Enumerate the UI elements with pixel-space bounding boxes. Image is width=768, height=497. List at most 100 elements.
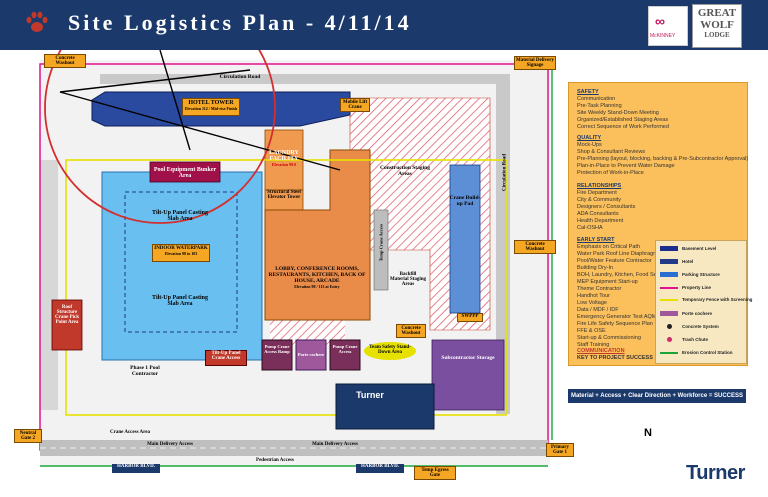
early-start-item: Water Park Roof Line Diaphragm bbox=[577, 251, 658, 257]
early-start-item: Low Voltage bbox=[577, 300, 607, 306]
team-safety-label: Team Safety Stand-Down Area bbox=[364, 342, 416, 360]
legend-item: Hotel bbox=[660, 259, 694, 265]
legend-item: Erosion Control Station bbox=[660, 350, 733, 355]
early-start-item: Staff Training bbox=[577, 342, 610, 348]
early-start-item: Data / MDF / IDF bbox=[577, 307, 619, 313]
crane-reach-line-2 bbox=[59, 91, 341, 171]
great-wolf-logo: GREAT WOLF LODGE bbox=[692, 4, 742, 48]
legend-swatch bbox=[660, 286, 678, 289]
harbor-blvd-2-label: HARBOR BLVD. bbox=[356, 464, 404, 473]
temporary-fence bbox=[65, 159, 507, 416]
main-delivery-1-label: Main Delivery Access bbox=[147, 442, 193, 447]
quality-item: Plan-in-Place to Prevent Water Damage bbox=[577, 163, 675, 169]
safety-item: Correct Sequence of Work Performed bbox=[577, 124, 669, 130]
relationships-item: City & Community bbox=[577, 197, 622, 203]
waterpark-building bbox=[101, 171, 263, 361]
mckinney-logo: ∞ McKINNEY bbox=[648, 6, 688, 46]
legend-label: Property Line bbox=[682, 285, 712, 290]
laundry-sub: Elevation 99.0 bbox=[271, 162, 297, 167]
crane-reach-line-3 bbox=[159, 50, 191, 151]
circulation-road-top-label: Circulation Road bbox=[219, 74, 261, 80]
quality-section: QUALITY Mock-Ups Shop & Consultant Revie… bbox=[577, 135, 748, 177]
tilt-up-bottom-label: Tilt-Up Panel Casting Slab Area bbox=[152, 295, 208, 307]
early-start-item: Pool/Water Feature Contractor bbox=[577, 258, 652, 264]
pool-equipment-box bbox=[149, 161, 221, 183]
infinity-icon: ∞ bbox=[655, 13, 665, 29]
relationships-item: Designers / Consultants bbox=[577, 204, 636, 210]
landscape-strip-left bbox=[40, 160, 58, 410]
logo-great: GREAT bbox=[697, 7, 737, 19]
legend-swatch bbox=[660, 259, 678, 265]
early-start-title: EARLY START bbox=[577, 237, 615, 243]
backfill-label: Backfill Material Staging Areas bbox=[390, 272, 426, 287]
legend-swatch bbox=[660, 298, 678, 301]
communication-section: COMMUNICATION KEY TO PROJECT SUCCESS bbox=[577, 348, 653, 362]
crane-radius-label: Mobile Lift Crane bbox=[340, 98, 370, 112]
relationships-section: RELATIONSHIPS Fire Department City & Com… bbox=[577, 183, 635, 232]
success-bar: Material + Access + Clear Direction + Wo… bbox=[568, 389, 746, 403]
safety-title: SAFETY bbox=[577, 89, 599, 95]
quality-item: Protection of Work-in-Place bbox=[577, 170, 644, 176]
legend-item: Porte cochere bbox=[660, 311, 712, 317]
turner-logo: Turner bbox=[686, 462, 745, 484]
pump-crane-ramp-2 bbox=[329, 339, 361, 371]
hotel-tower-title: HOTEL TOWER bbox=[188, 100, 234, 106]
trailer-office-label: Turner bbox=[356, 390, 384, 400]
temp-crane-label: Temp Crane Access bbox=[378, 223, 384, 262]
legend-label: Basement Level bbox=[682, 246, 717, 251]
trailer-office bbox=[335, 383, 435, 430]
crane-pad bbox=[449, 164, 481, 314]
site-plan-svg bbox=[39, 50, 553, 467]
early-start-section: EARLY START Emphasis on Critical Path Wa… bbox=[577, 237, 668, 349]
legend-label: Temporary Fence with Screening bbox=[682, 297, 753, 302]
safety-item: Site Weekly Stand-Down Meeting bbox=[577, 110, 659, 116]
pump-crane-1-label: Pump Crane Access Ramp bbox=[264, 344, 290, 354]
quality-item: Shop & Consultant Reviews bbox=[577, 149, 646, 155]
quality-item: Mock-Ups bbox=[577, 142, 602, 148]
waterpark-title: INDOOR WATERPARK bbox=[154, 246, 208, 251]
primary-gate-label: Primary Gate 1 bbox=[546, 443, 574, 457]
relationships-item: Cal-OSHA bbox=[577, 225, 603, 231]
lobby-sub: Elevation 98 / 113 at Entry bbox=[294, 284, 340, 289]
swppp-label: SWPPP bbox=[457, 313, 483, 322]
early-start-item: Building Dry-In bbox=[577, 265, 614, 271]
relationships-item: Health Department bbox=[577, 218, 624, 224]
mckinney-text: McKINNEY bbox=[650, 33, 676, 39]
crane-reach-line-1 bbox=[59, 69, 251, 93]
legend-label: Erosion Control Station bbox=[682, 350, 733, 355]
circulation-road-right-label: Circulation Road bbox=[502, 154, 508, 191]
safety-item: Organized/Established Staging Areas bbox=[577, 117, 669, 123]
legend-item: Temporary Fence with Screening bbox=[660, 297, 752, 302]
lobby-building bbox=[264, 149, 371, 321]
quality-title: QUALITY bbox=[577, 135, 602, 141]
legend-item: Basement Level bbox=[660, 246, 717, 252]
construction-staging-label: Construction Staging Areas bbox=[380, 165, 430, 177]
crane-radius-circle bbox=[44, 50, 276, 224]
early-start-item: Handhot Tour bbox=[577, 293, 610, 299]
crane-pad-label: Crane Build-up Pad bbox=[449, 195, 481, 207]
material-delivery-label: Material Delivery Signage bbox=[514, 56, 556, 70]
relationships-item: ADA Consultants bbox=[577, 211, 619, 217]
early-start-item: FFE & OSE bbox=[577, 328, 606, 334]
concrete-washout-2: Concrete Washout bbox=[514, 240, 556, 254]
legend-item: Property Line bbox=[660, 285, 711, 290]
logo-lodge: LODGE bbox=[704, 31, 730, 39]
legend-swatch bbox=[660, 337, 678, 343]
porte-cochere-label: Porte cochere bbox=[297, 352, 325, 357]
relationships-title: RELATIONSHIPS bbox=[577, 183, 622, 189]
main-delivery-2-label: Main Delivery Access bbox=[312, 442, 358, 447]
header-bar bbox=[0, 0, 768, 50]
porte-cochere-box bbox=[295, 339, 327, 371]
legend-item: Parking Structure bbox=[660, 272, 720, 278]
crane-access-area-label: Crane Access Area bbox=[110, 430, 150, 435]
subcontractor-label: Subcontractor Storage bbox=[441, 355, 495, 361]
legend-swatch bbox=[660, 246, 678, 252]
early-start-item: Theme Contractor bbox=[577, 286, 622, 292]
paw-logo-icon bbox=[26, 11, 48, 32]
early-start-item: Emphasis on Critical Path bbox=[577, 244, 640, 250]
harbor-blvd-1-label: HARBOR BLVD. bbox=[112, 464, 160, 473]
legend-swatch bbox=[660, 324, 678, 330]
waterpark-label: INDOOR WATERPARK Elevation 98 to 103 bbox=[152, 244, 210, 262]
legend-label: Hotel bbox=[682, 259, 694, 264]
circulation-road-top bbox=[100, 74, 510, 84]
